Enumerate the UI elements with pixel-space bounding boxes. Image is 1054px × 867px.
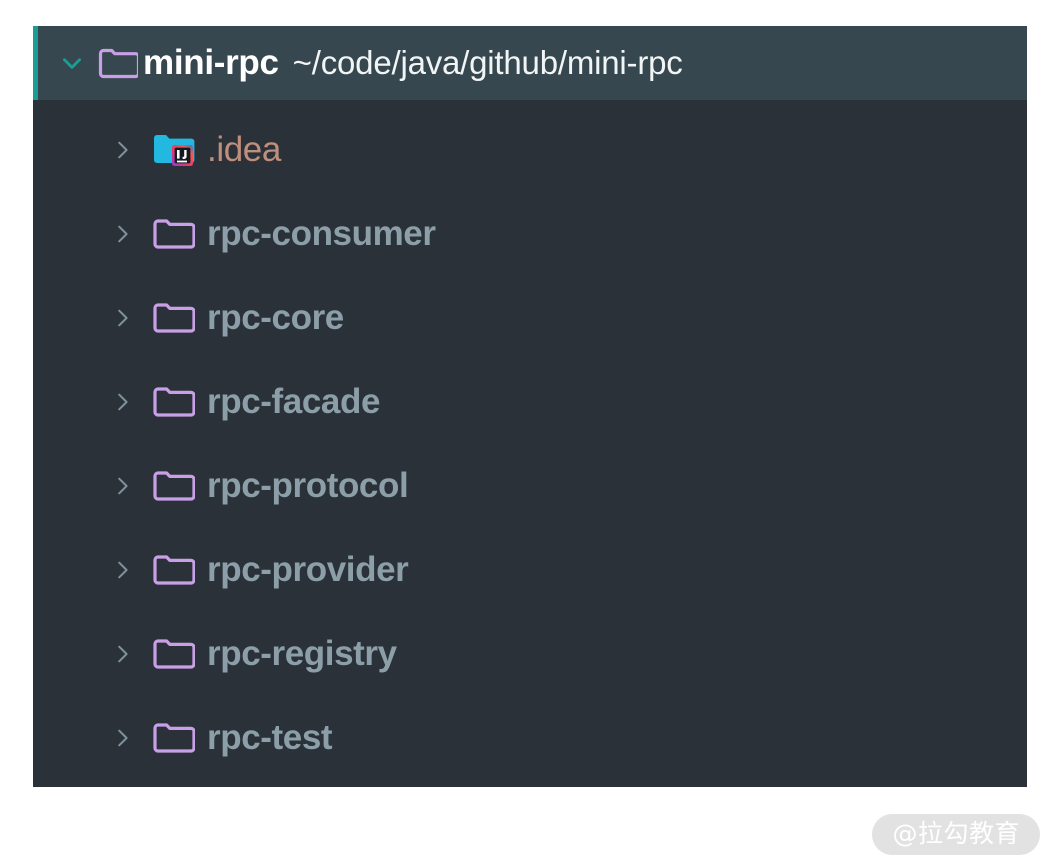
tree-row-rpc-core[interactable]: rpc-core: [33, 276, 1027, 360]
tree-row-rpc-registry[interactable]: rpc-registry: [33, 612, 1027, 696]
tree-row-label: rpc-protocol: [207, 466, 409, 505]
chevron-right-icon[interactable]: [111, 307, 151, 329]
tree-row-label: rpc-test: [207, 718, 333, 757]
folder-icon: [151, 383, 207, 421]
folder-icon: [151, 467, 207, 505]
chevron-right-icon[interactable]: [111, 391, 151, 413]
project-root-label: mini-rpc ~/code/java/github/mini-rpc: [143, 43, 683, 83]
chevron-right-icon[interactable]: [111, 559, 151, 581]
chevron-right-icon[interactable]: [111, 475, 151, 497]
tree-row-idea[interactable]: .idea: [33, 108, 1027, 192]
tree-row-rpc-protocol[interactable]: rpc-protocol: [33, 444, 1027, 528]
selection-accent-bar: [33, 26, 38, 100]
project-root-path: ~/code/java/github/mini-rpc: [292, 44, 683, 81]
folder-icon: [151, 635, 207, 673]
project-tree-list: .idea rpc-consumer: [33, 100, 1027, 780]
tree-row-label: rpc-core: [207, 298, 344, 337]
folder-icon: [151, 719, 207, 757]
chevron-down-icon[interactable]: [49, 50, 95, 76]
folder-icon: [95, 46, 141, 80]
tree-row-label: .idea: [207, 130, 281, 169]
intellij-folder-icon: [151, 131, 207, 169]
chevron-right-icon[interactable]: [111, 139, 151, 161]
project-root-row[interactable]: mini-rpc ~/code/java/github/mini-rpc: [33, 26, 1027, 100]
folder-icon: [151, 551, 207, 589]
watermark-badge: @拉勾教育: [872, 814, 1040, 855]
folder-icon: [151, 215, 207, 253]
chevron-right-icon[interactable]: [111, 643, 151, 665]
tree-row-rpc-consumer[interactable]: rpc-consumer: [33, 192, 1027, 276]
chevron-right-icon[interactable]: [111, 727, 151, 749]
folder-icon: [151, 299, 207, 337]
tree-row-rpc-provider[interactable]: rpc-provider: [33, 528, 1027, 612]
chevron-right-icon[interactable]: [111, 223, 151, 245]
tree-row-label: rpc-registry: [207, 634, 397, 673]
tree-row-rpc-facade[interactable]: rpc-facade: [33, 360, 1027, 444]
tree-row-rpc-test[interactable]: rpc-test: [33, 696, 1027, 780]
project-tree-panel: mini-rpc ~/code/java/github/mini-rpc: [33, 26, 1027, 787]
tree-row-label: rpc-consumer: [207, 214, 436, 253]
project-root-name: mini-rpc: [143, 43, 279, 82]
tree-row-label: rpc-provider: [207, 550, 409, 589]
tree-row-label: rpc-facade: [207, 382, 381, 421]
